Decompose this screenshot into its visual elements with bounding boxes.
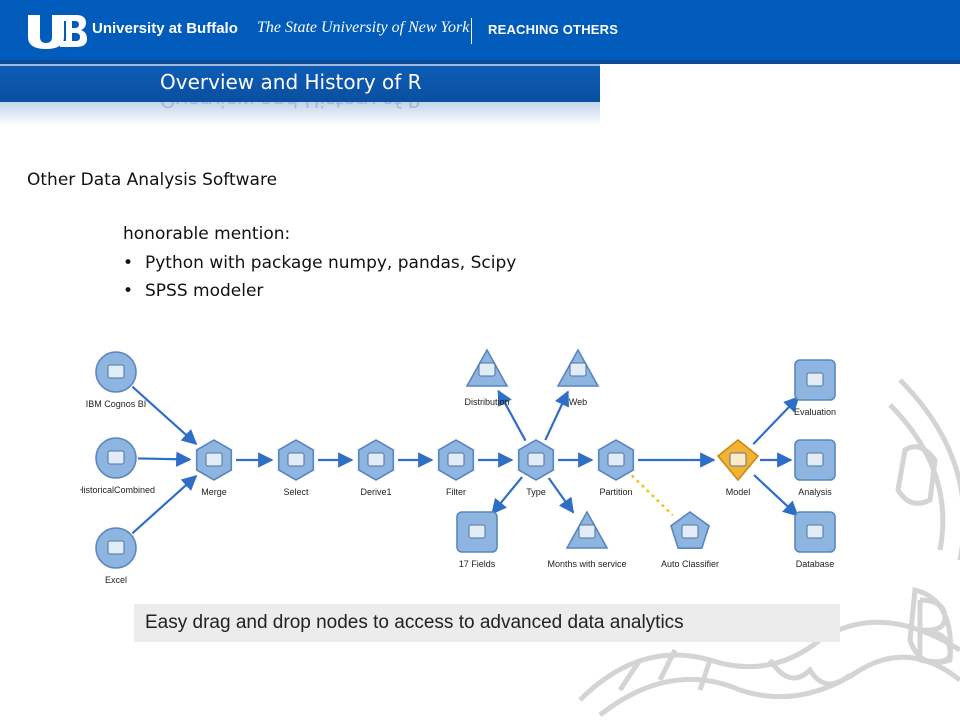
suny-name: The State University of New York <box>257 19 470 36</box>
web-icon <box>569 362 587 377</box>
node-label: Derive1 <box>360 487 391 497</box>
diagram-edge <box>753 474 799 517</box>
database-icon <box>806 524 824 539</box>
node-select[interactable]: Select <box>277 439 315 497</box>
diagram-edge <box>491 476 523 515</box>
filter-icon <box>447 452 465 467</box>
university-seal-watermark <box>578 378 960 717</box>
title-bar <box>0 64 600 102</box>
model-icon <box>729 452 747 467</box>
node-distribution[interactable]: Distribution <box>464 348 510 407</box>
evaluation-icon <box>806 372 824 387</box>
node-derive1[interactable]: Derive1 <box>357 439 395 497</box>
diagram-edge <box>630 474 674 517</box>
header-divider <box>471 18 472 44</box>
distribution-icon <box>478 362 496 377</box>
caption-box <box>134 604 840 642</box>
bullet-icon: • <box>123 253 134 273</box>
node-partition[interactable]: Partition <box>597 439 635 497</box>
diagram-edge <box>752 396 800 445</box>
sql-icon <box>107 450 125 465</box>
node-label: 17 Fields <box>459 559 496 569</box>
node-label: Distribution <box>464 397 509 407</box>
diagram-edge <box>131 385 198 445</box>
node-label: HistoricalCombined <box>80 485 155 495</box>
slide-title: Overview and History of R <box>160 70 422 94</box>
bullet-icon: • <box>123 281 134 301</box>
node-label: IBM Cognos BI <box>86 399 147 409</box>
node-analysis[interactable]: Analysis <box>794 439 836 497</box>
ub-monogram-icon <box>28 15 87 49</box>
merge-icon <box>205 452 223 467</box>
title-reflection-text: Overview and History of R <box>160 102 422 112</box>
analysis-icon <box>806 452 824 467</box>
bullet-item: • Python with package numpy, pandas, Scip… <box>123 252 516 280</box>
node-ibm-cognos-bi[interactable]: IBM Cognos BI <box>86 351 147 409</box>
node-evaluation[interactable]: Evaluation <box>794 359 836 417</box>
node-model[interactable]: Model <box>716 438 760 497</box>
node-historicalcombined[interactable]: HistoricalCombined <box>80 437 155 495</box>
auto-classifier-icon <box>681 524 699 539</box>
node-label: Months with service <box>547 559 626 569</box>
caption-text: Easy drag and drop nodes to access to ad… <box>145 612 684 633</box>
fields-icon <box>468 524 486 539</box>
node-months-with-service[interactable]: Months with service <box>547 510 627 569</box>
node-database[interactable]: Database <box>794 511 836 569</box>
excel-icon <box>107 540 125 555</box>
bullet-list: • Python with package numpy, pandas, Scip… <box>123 252 516 308</box>
partition-icon <box>607 452 625 467</box>
node-label: Web <box>569 397 587 407</box>
header-stripe <box>0 60 960 64</box>
section-heading: Other Data Analysis Software <box>27 170 278 190</box>
node-web[interactable]: Web <box>556 348 600 407</box>
histogram-icon <box>578 524 596 539</box>
bullet-text: SPSS modeler <box>145 281 264 301</box>
honorable-mention-label: honorable mention: <box>123 224 291 244</box>
node-label: Filter <box>446 487 466 497</box>
derive-icon <box>367 452 385 467</box>
title-reflection: Overview and History of R <box>0 102 600 126</box>
type-icon <box>527 452 545 467</box>
node-excel[interactable]: Excel <box>95 527 137 585</box>
header-tagline: REACHING OTHERS <box>488 22 619 37</box>
node-type[interactable]: Type <box>517 439 555 497</box>
select-icon <box>287 452 305 467</box>
diagram-edge <box>544 390 569 441</box>
node-auto-classifier[interactable]: Auto Classifier <box>661 511 719 569</box>
diagram-edge <box>547 477 575 514</box>
diagram-edge <box>497 389 527 442</box>
bullet-text: Python with package numpy, pandas, Scipy <box>145 253 517 273</box>
node-label: Evaluation <box>794 407 836 417</box>
node-label: Type <box>526 487 546 497</box>
diagram-edge <box>131 475 198 535</box>
node-label: Partition <box>599 487 632 497</box>
node-merge[interactable]: Merge <box>195 439 233 497</box>
node-label: Excel <box>105 575 127 585</box>
header-banner <box>0 0 960 64</box>
node-label: Merge <box>201 487 227 497</box>
diagram-edge <box>137 451 192 467</box>
cognos-icon <box>107 364 125 379</box>
node-label: Model <box>726 487 751 497</box>
node-filter[interactable]: Filter <box>437 439 475 497</box>
node-17-fields[interactable]: 17 Fields <box>456 511 498 569</box>
node-label: Select <box>283 487 309 497</box>
node-label: Database <box>796 559 835 569</box>
node-label: Analysis <box>798 487 832 497</box>
bullet-item: • SPSS modeler <box>123 280 516 308</box>
node-label: Auto Classifier <box>661 559 719 569</box>
diagram-edges <box>131 385 800 535</box>
university-name: University at Buffalo <box>92 20 238 37</box>
